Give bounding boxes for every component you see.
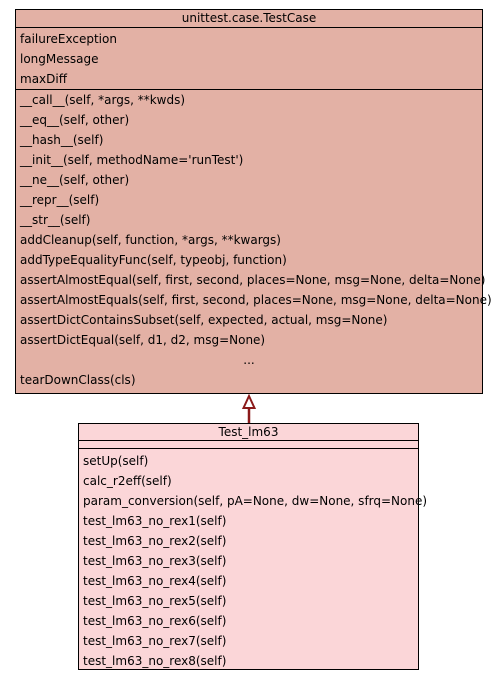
attribute: longMessage (20, 52, 99, 66)
method: tearDownClass(cls) (20, 373, 136, 387)
method: test_lm63_no_rex6(self) (83, 614, 227, 628)
method: assertAlmostEquals(self, first, second, … (20, 293, 492, 307)
method: param_conversion(self, pA=None, dw=None,… (83, 494, 428, 508)
class-title: Test_lm63 (79, 424, 418, 441)
method: test_lm63_no_rex8(self) (83, 654, 227, 668)
method: __str__(self) (20, 213, 91, 227)
attributes-section (79, 441, 418, 449)
method: test_lm63_no_rex2(self) (83, 534, 227, 548)
method: assertDictContainsSubset(self, expected,… (20, 313, 388, 327)
attribute: failureException (20, 32, 117, 46)
method: assertDictEqual(self, d1, d2, msg=None) (20, 333, 266, 347)
method: __call__(self, *args, **kwds) (20, 93, 186, 107)
method: __eq__(self, other) (20, 113, 130, 127)
method: test_lm63_no_rex4(self) (83, 574, 227, 588)
class-testcase: unittest.case.TestCase failureException … (15, 9, 492, 394)
methods-section: setUp(self) calc_r2eff(self) param_conve… (79, 449, 428, 671)
method: test_lm63_no_rex5(self) (83, 594, 227, 608)
method: assertAlmostEqual(self, first, second, p… (20, 273, 486, 287)
method: test_lm63_no_rex7(self) (83, 634, 227, 648)
method: addCleanup(self, function, *args, **kwar… (20, 233, 281, 247)
method: test_lm63_no_rex3(self) (83, 554, 227, 568)
method: __ne__(self, other) (20, 173, 130, 187)
method: test_lm63_no_rex1(self) (83, 514, 227, 528)
method: __hash__(self) (20, 133, 104, 147)
method: __repr__(self) (20, 193, 100, 207)
inheritance-arrowhead (241, 393, 257, 409)
method: calc_r2eff(self) (83, 474, 172, 488)
method: __init__(self, methodName='runTest') (20, 153, 244, 167)
attribute: maxDiff (20, 72, 67, 86)
method: addTypeEqualityFunc(self, typeobj, funct… (20, 253, 287, 267)
attributes-section: failureException longMessage maxDiff (16, 28, 482, 90)
class-test-lm63: Test_lm63 setUp(self) calc_r2eff(self) p… (78, 423, 428, 671)
method: setUp(self) (83, 454, 149, 468)
class-title: unittest.case.TestCase (16, 10, 482, 28)
ellipsis: ... (243, 353, 255, 367)
methods-section: __call__(self, *args, **kwds) __eq__(sel… (16, 90, 492, 390)
